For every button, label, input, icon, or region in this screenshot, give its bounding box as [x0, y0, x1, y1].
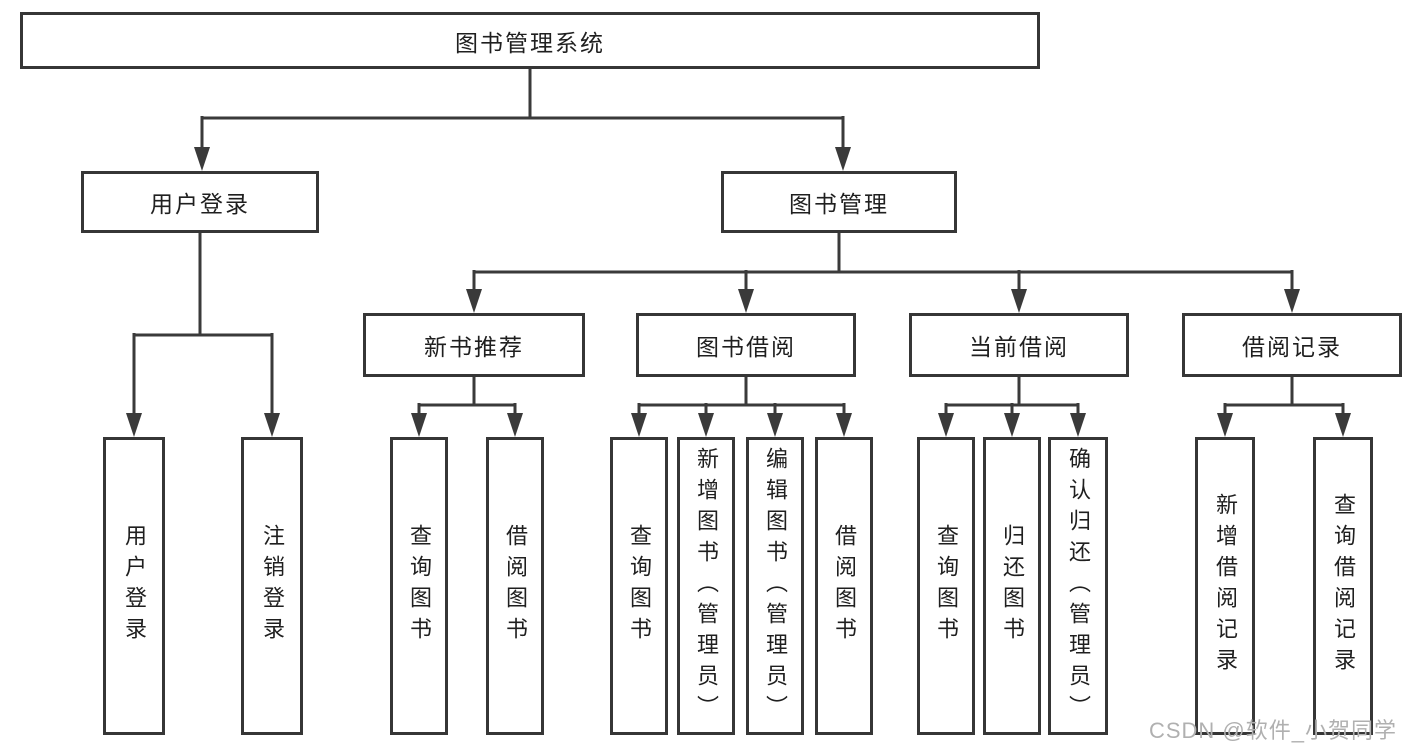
- arrow-down-icon: [738, 289, 754, 313]
- leaf-current-confirm-return-admin-label: 确认归还（管理员）: [1066, 446, 1091, 726]
- node-current-borrowing: 当前借阅: [909, 313, 1129, 377]
- arrow-down-icon: [836, 413, 852, 437]
- arrow-down-icon: [698, 413, 714, 437]
- node-current-borrowing-label: 当前借阅: [969, 334, 1069, 360]
- leaf-borrowing-add-books-admin: 新增图书（管理员）: [677, 437, 735, 735]
- arrow-down-icon: [126, 413, 142, 437]
- leaf-current-query-books: 查询图书: [917, 437, 975, 735]
- node-book-borrowing-label: 图书借阅: [696, 334, 796, 360]
- arrow-down-icon: [194, 147, 210, 171]
- arrow-down-icon: [631, 413, 647, 437]
- leaf-newbooks-borrow-books-label: 借阅图书: [503, 524, 528, 648]
- leaf-borrowing-query-books-label: 查询图书: [627, 524, 652, 648]
- node-borrowing-records: 借阅记录: [1182, 313, 1402, 377]
- arrow-down-icon: [767, 413, 783, 437]
- arrow-down-icon: [1004, 413, 1020, 437]
- branch-borrow-records: [1217, 377, 1351, 437]
- arrow-down-icon: [411, 413, 427, 437]
- arrow-down-icon: [1070, 413, 1086, 437]
- arrow-down-icon: [835, 147, 851, 171]
- leaf-current-query-books-label: 查询图书: [934, 524, 959, 648]
- node-borrowing-records-label: 借阅记录: [1242, 334, 1342, 360]
- arrow-down-icon: [1335, 413, 1351, 437]
- leaf-current-confirm-return-admin: 确认归还（管理员）: [1048, 437, 1108, 735]
- branch-book-borrow: [631, 377, 852, 437]
- branch-book-mgmt: [466, 233, 1300, 313]
- leaf-records-query-borrow-record-label: 查询借阅记录: [1331, 493, 1356, 679]
- arrow-down-icon: [1284, 289, 1300, 313]
- arrow-down-icon: [1217, 413, 1233, 437]
- leaf-records-add-borrow-record: 新增借阅记录: [1195, 437, 1255, 735]
- node-new-book-recommend: 新书推荐: [363, 313, 585, 377]
- leaf-newbooks-borrow-books: 借阅图书: [486, 437, 544, 735]
- leaf-records-query-borrow-record: 查询借阅记录: [1313, 437, 1373, 735]
- leaf-newbooks-query-books: 查询图书: [390, 437, 448, 735]
- leaf-borrowing-add-books-admin-label: 新增图书（管理员）: [694, 446, 719, 726]
- arrow-down-icon: [507, 413, 523, 437]
- leaf-newbooks-query-books-label: 查询图书: [407, 524, 432, 648]
- arrow-down-icon: [1011, 289, 1027, 313]
- leaf-current-return-books-label: 归还图书: [1000, 524, 1025, 648]
- node-user-login: 用户登录: [81, 171, 319, 233]
- arrow-down-icon: [466, 289, 482, 313]
- leaf-user-login-label: 用户登录: [122, 524, 147, 648]
- node-user-login-label: 用户登录: [150, 191, 250, 217]
- leaf-logout-label: 注销登录: [260, 524, 285, 648]
- leaf-borrowing-borrow-books-label: 借阅图书: [832, 524, 857, 648]
- leaf-current-return-books: 归还图书: [983, 437, 1041, 735]
- leaf-borrowing-query-books: 查询图书: [610, 437, 668, 735]
- node-book-borrowing: 图书借阅: [636, 313, 856, 377]
- node-book-management: 图书管理: [721, 171, 957, 233]
- branch-root-to-level2: [194, 69, 851, 171]
- leaf-user-login: 用户登录: [103, 437, 165, 735]
- leaf-borrowing-edit-books-admin: 编辑图书（管理员）: [746, 437, 804, 735]
- node-new-book-recommend-label: 新书推荐: [424, 334, 524, 360]
- branch-current-borrow: [938, 377, 1086, 437]
- leaf-records-add-borrow-record-label: 新增借阅记录: [1213, 493, 1238, 679]
- branch-new-books: [411, 377, 523, 437]
- node-root-system: 图书管理系统: [20, 12, 1040, 69]
- csdn-watermark: CSDN @软件_小贺同学: [1148, 718, 1397, 743]
- leaf-logout: 注销登录: [241, 437, 303, 735]
- node-root-label: 图书管理系统: [455, 29, 605, 56]
- branch-user-login: [126, 233, 280, 437]
- leaf-borrowing-borrow-books: 借阅图书: [815, 437, 873, 735]
- arrow-down-icon: [264, 413, 280, 437]
- leaf-borrowing-edit-books-admin-label: 编辑图书（管理员）: [763, 446, 788, 726]
- arrow-down-icon: [938, 413, 954, 437]
- node-book-management-label: 图书管理: [789, 191, 889, 217]
